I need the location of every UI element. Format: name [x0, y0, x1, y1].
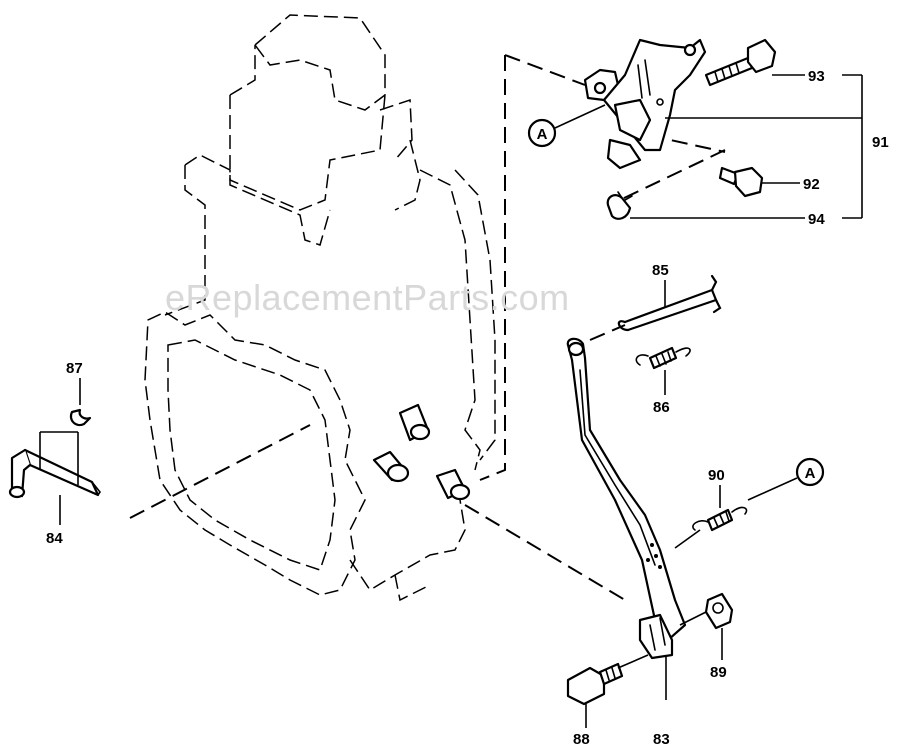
part-92-bolt — [718, 166, 764, 198]
part-91-leaders — [630, 74, 863, 219]
part-90-spring — [674, 485, 748, 549]
part-83-lever — [566, 337, 687, 700]
callout-84: 84 — [46, 530, 63, 547]
part-84-rod — [8, 431, 101, 525]
part-89-nut — [679, 592, 734, 660]
callout-87: 87 — [66, 360, 83, 377]
part-91-bracket — [583, 38, 707, 170]
part-87-clip — [69, 378, 92, 427]
ref-a-upper-label: A — [537, 126, 548, 143]
callout-89: 89 — [710, 664, 727, 681]
engine-block — [144, 14, 496, 602]
ref-a-lower: A — [747, 457, 825, 501]
callout-83: 83 — [653, 731, 670, 748]
part-94-spring — [606, 191, 633, 220]
callout-93: 93 — [808, 68, 825, 85]
callout-numbers: 87 84 85 86 90 89 88 83 93 91 92 94 — [46, 68, 889, 748]
part-85-link — [617, 274, 722, 332]
part-93-bolt — [704, 38, 777, 87]
callout-86: 86 — [653, 399, 670, 416]
part-86-spring — [635, 346, 691, 395]
callout-92: 92 — [803, 176, 820, 193]
callout-88: 88 — [573, 731, 590, 748]
callout-94: 94 — [808, 211, 825, 228]
callout-85: 85 — [652, 262, 669, 279]
assembly-lines — [129, 54, 726, 601]
watermark: eReplacementParts.com — [165, 277, 570, 318]
ref-a-lower-label: A — [805, 465, 816, 482]
callout-91: 91 — [872, 134, 889, 151]
ref-a-upper: A — [527, 104, 606, 148]
part-88-bolt — [566, 654, 649, 728]
callout-90: 90 — [708, 467, 725, 484]
